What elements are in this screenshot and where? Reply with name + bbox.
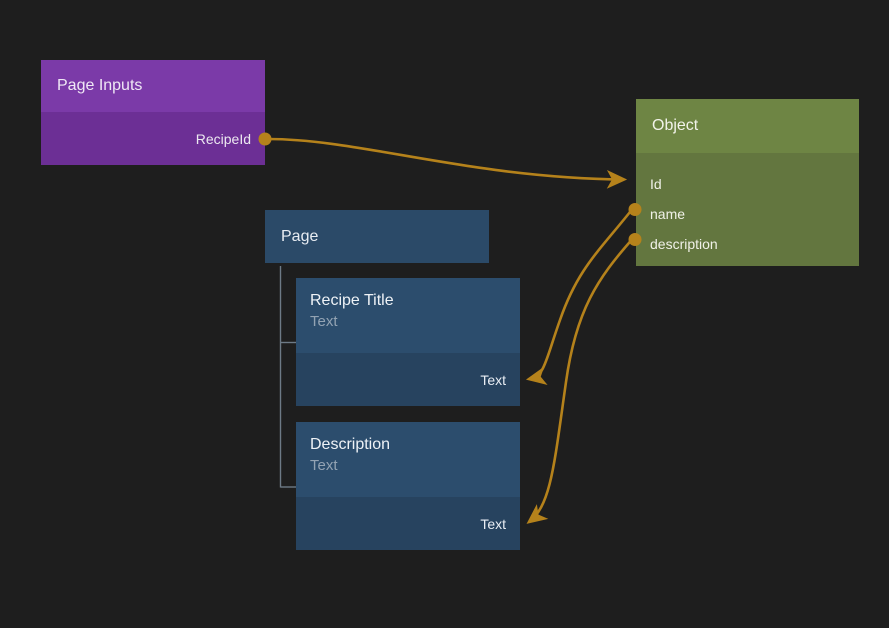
field-row-name[interactable]: name	[636, 199, 859, 229]
card-description-type: Text	[310, 457, 338, 474]
field-row-id[interactable]: Id	[636, 169, 859, 199]
node-object-body: Id name description	[636, 153, 859, 266]
node-page-header: Page	[265, 210, 489, 263]
node-page[interactable]: Page	[265, 210, 489, 263]
field-row-description[interactable]: description	[636, 229, 859, 259]
edge-recipeid-to-id	[258, 132, 628, 189]
card-description-binding-label: Text	[480, 515, 506, 532]
node-page-inputs[interactable]: Page Inputs RecipeId	[41, 60, 265, 165]
node-page-inputs-header: Page Inputs	[41, 60, 265, 112]
node-object-title: Object	[652, 117, 699, 134]
port-label-recipeid: RecipeId	[195, 130, 251, 147]
card-recipe-title-binding-label: Text	[480, 371, 506, 388]
field-label-description: description	[650, 236, 718, 252]
card-description-header: Description Text	[296, 422, 520, 497]
node-page-inputs-title: Page Inputs	[57, 77, 143, 94]
field-label-name: name	[650, 206, 686, 222]
card-description-binding-row[interactable]: Text	[296, 497, 520, 550]
card-recipe-title-label: Recipe Title	[310, 292, 394, 309]
node-object[interactable]: Object Id name description	[636, 99, 859, 266]
node-object-header: Object	[636, 99, 859, 153]
node-page-inputs-body: RecipeId	[41, 112, 265, 165]
card-description[interactable]: Description Text Text	[296, 422, 520, 550]
edge-description-to-description-text	[526, 233, 642, 524]
node-page-title: Page	[281, 227, 319, 245]
card-recipe-title[interactable]: Recipe Title Text Text	[296, 278, 520, 406]
card-recipe-title-binding-row[interactable]: Text	[296, 353, 520, 406]
field-label-id: Id	[650, 176, 662, 192]
card-recipe-title-type: Text	[310, 313, 338, 330]
card-recipe-title-header: Recipe Title Text	[296, 278, 520, 353]
port-row-recipeid[interactable]: RecipeId	[41, 112, 265, 165]
card-description-label: Description	[310, 436, 391, 453]
edge-name-to-recipe-title-text	[525, 203, 642, 386]
